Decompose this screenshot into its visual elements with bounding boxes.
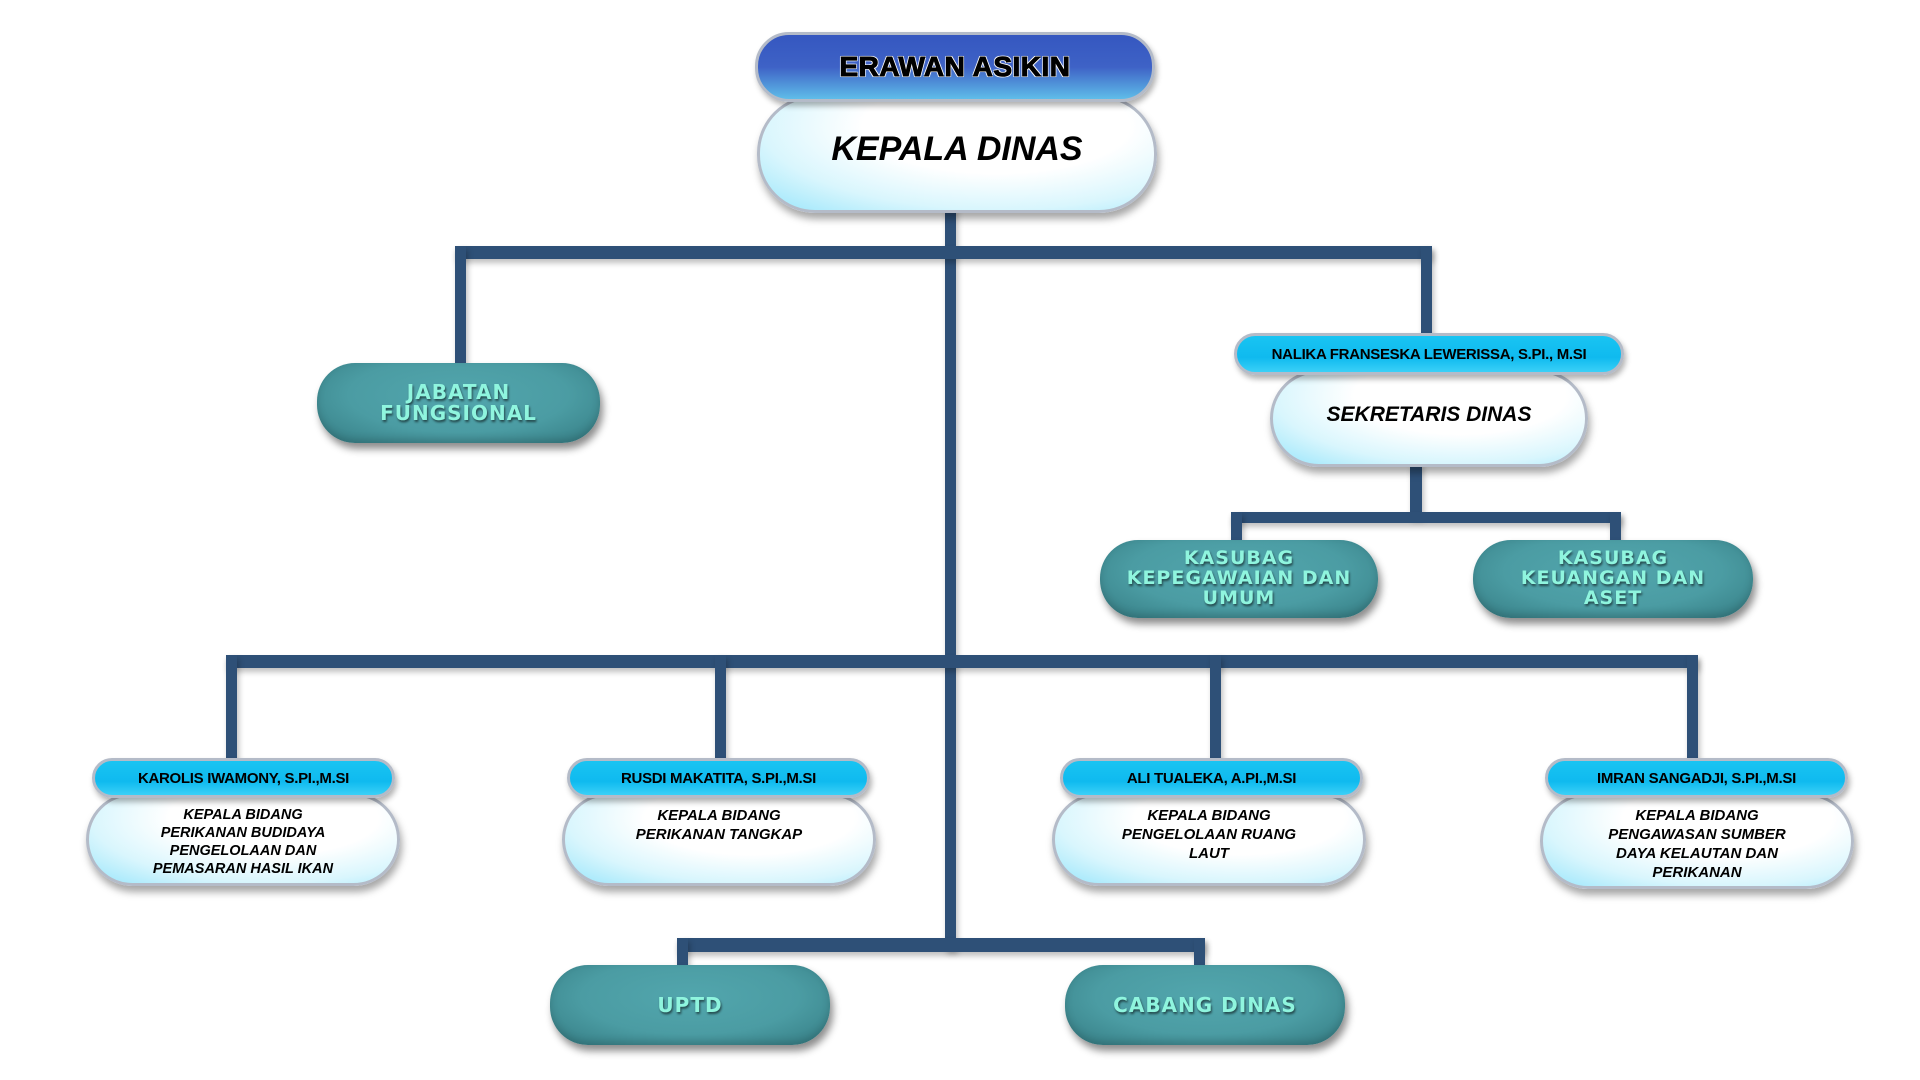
subunit-box-1[interactable]: KASUBAG KEPEGAWAIAN DAN UMUM bbox=[1100, 540, 1378, 618]
division-name-pill-1: KAROLIS IWAMONY, S.PI.,M.SI bbox=[92, 758, 395, 798]
connector-division-drop-4 bbox=[1687, 655, 1698, 765]
functional-position-label: JABATAN FUNGSIONAL bbox=[380, 380, 537, 425]
head-name: ERAWAN ASIKIN bbox=[839, 51, 1071, 83]
division-role-2: KEPALA BIDANG PERIKANAN TANGKAP bbox=[635, 807, 803, 843]
connector-division-drop-2 bbox=[715, 655, 726, 765]
division-role-box-1: KEPALA BIDANG PERIKANAN BUDIDAYA PENGELO… bbox=[86, 793, 400, 886]
connector-secretary-drop bbox=[1421, 246, 1432, 346]
connector-division-drop-1 bbox=[226, 655, 237, 765]
secretary-role-box: SEKRETARIS DINAS bbox=[1270, 370, 1588, 467]
division-role-1: KEPALA BIDANG PERIKANAN BUDIDAYA PENGELO… bbox=[152, 807, 334, 877]
division-name-4: IMRAN SANGADJI, S.PI.,M.SI bbox=[1597, 769, 1796, 787]
head-name-pill: ERAWAN ASIKIN bbox=[755, 32, 1155, 102]
division-name-1: KAROLIS IWAMONY, S.PI.,M.SI bbox=[137, 769, 350, 787]
uptd-box[interactable]: UPTD bbox=[550, 965, 830, 1045]
subunit-label-1: KASUBAG KEPEGAWAIAN DAN UMUM bbox=[1126, 547, 1352, 609]
connector-subunit-bar bbox=[1231, 512, 1621, 523]
division-name-2: RUSDI MAKATITA, S.PI.,M.SI bbox=[621, 769, 816, 787]
division-name-pill-4: IMRAN SANGADJI, S.PI.,M.SI bbox=[1545, 758, 1848, 798]
division-role-box-4: KEPALA BIDANG PENGAWASAN SUMBER DAYA KEL… bbox=[1540, 793, 1854, 889]
secretary-name: NALIKA FRANSESKA LEWERISSA, S.PI., M.SI bbox=[1271, 345, 1587, 363]
connector-secretary-down bbox=[1410, 462, 1422, 517]
connector-top-bar bbox=[455, 246, 1432, 259]
connector-functional-drop bbox=[455, 246, 466, 371]
uptd-label: UPTD bbox=[657, 992, 723, 1017]
cabang-dinas-label: CABANG DINAS bbox=[1113, 992, 1297, 1017]
subunit-box-2[interactable]: KASUBAG KEUANGAN DAN ASET bbox=[1473, 540, 1753, 618]
connector-field-bar bbox=[677, 938, 1205, 952]
connector-subunit-left-drop bbox=[1231, 512, 1242, 542]
head-role-box: KEPALA DINAS bbox=[757, 95, 1157, 213]
division-role-3: KEPALA BIDANG PENGELOLAAN RUANG LAUT bbox=[1121, 807, 1297, 862]
subunit-label-2: KASUBAG KEUANGAN DAN ASET bbox=[1520, 547, 1706, 609]
functional-position-box[interactable]: JABATAN FUNGSIONAL bbox=[317, 363, 600, 443]
head-role: KEPALA DINAS bbox=[831, 129, 1083, 168]
connector-head-down bbox=[945, 205, 956, 950]
division-name-pill-3: ALI TUALEKA, A.PI.,M.SI bbox=[1060, 758, 1363, 798]
cabang-dinas-box[interactable]: CABANG DINAS bbox=[1065, 965, 1345, 1045]
connector-subunit-right-drop bbox=[1610, 512, 1621, 542]
connector-field-left-drop bbox=[677, 938, 688, 968]
division-role-box-2: KEPALA BIDANG PERIKANAN TANGKAP bbox=[562, 793, 876, 886]
division-name-pill-2: RUSDI MAKATITA, S.PI.,M.SI bbox=[567, 758, 870, 798]
connector-field-right-drop bbox=[1194, 938, 1205, 968]
division-name-3: ALI TUALEKA, A.PI.,M.SI bbox=[1126, 769, 1297, 787]
division-role-4: KEPALA BIDANG PENGAWASAN SUMBER DAYA KEL… bbox=[1608, 807, 1786, 881]
connector-division-drop-3 bbox=[1210, 655, 1221, 765]
division-role-box-3: KEPALA BIDANG PENGELOLAAN RUANG LAUT bbox=[1052, 793, 1366, 886]
secretary-role: SEKRETARIS DINAS bbox=[1326, 402, 1532, 426]
connector-division-bar bbox=[226, 655, 1698, 668]
secretary-name-pill: NALIKA FRANSESKA LEWERISSA, S.PI., M.SI bbox=[1234, 333, 1624, 375]
